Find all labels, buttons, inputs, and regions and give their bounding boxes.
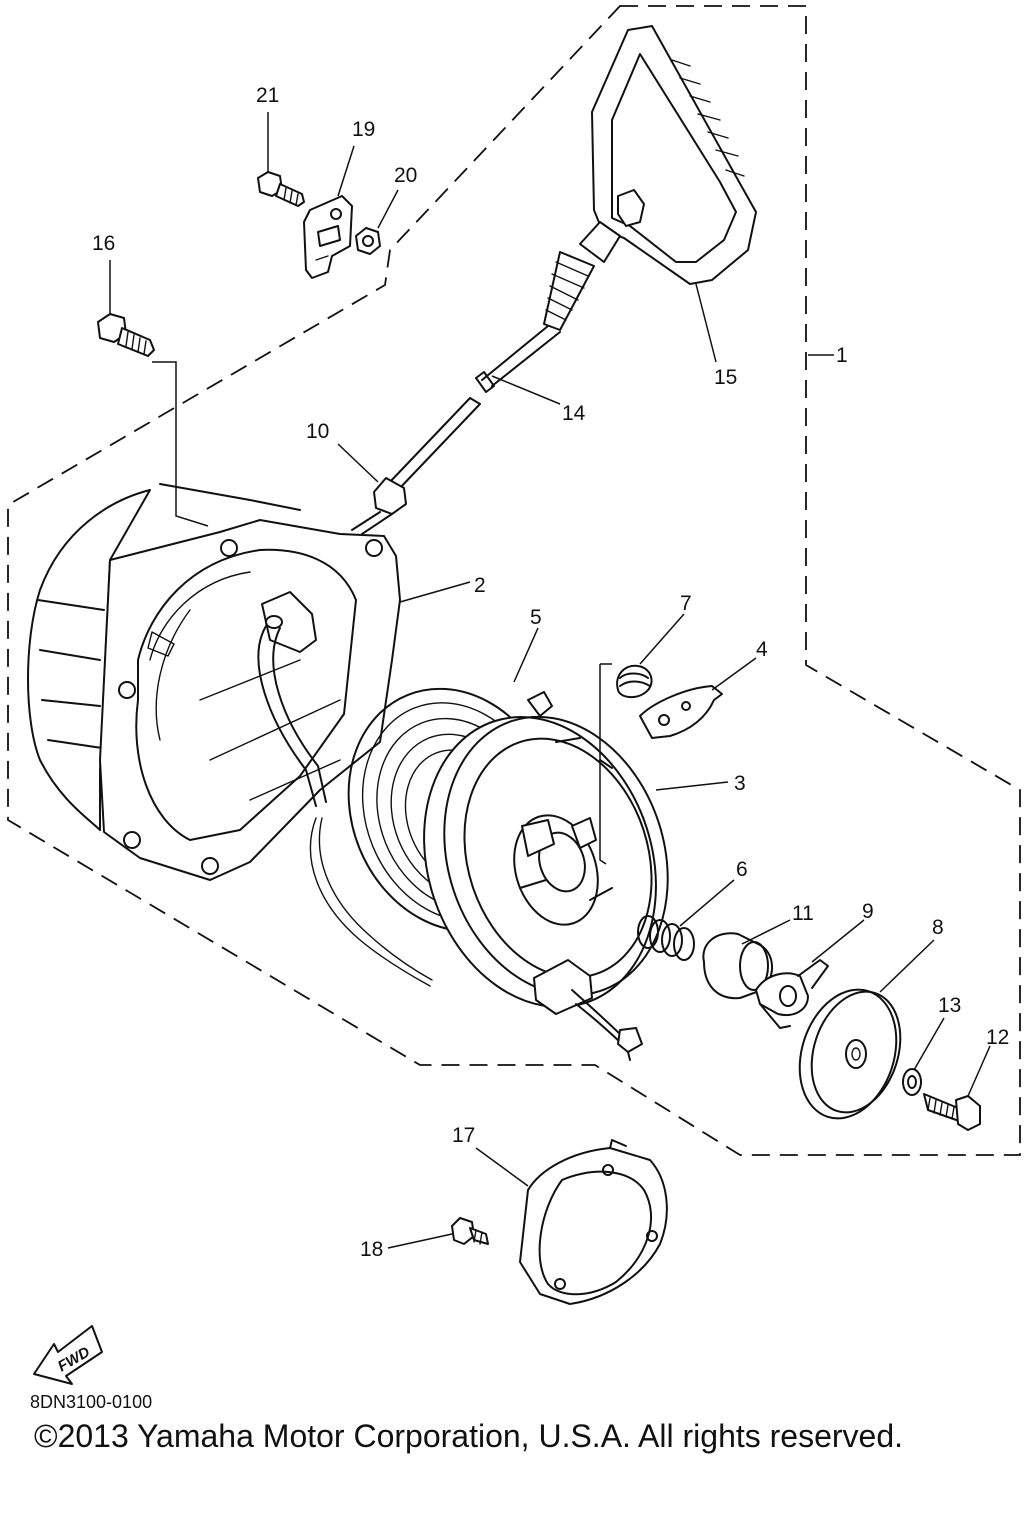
callout-14: 14 <box>562 402 586 425</box>
forward-arrow-icon: FWD <box>33 1325 103 1385</box>
screw-18 <box>451 1217 489 1245</box>
rope-guide-10 <box>351 477 407 535</box>
bolt-16 <box>97 313 155 357</box>
callout-21: 21 <box>256 84 279 107</box>
callout-13: 13 <box>938 994 961 1017</box>
callout-5: 5 <box>530 606 542 629</box>
bolt-21 <box>257 171 305 207</box>
assembly-boundary <box>7 5 1021 1156</box>
drawing-code: 8DN3100-0100 <box>30 1392 153 1412</box>
callout-4: 4 <box>756 638 768 661</box>
pawl-spring-7 <box>599 663 653 865</box>
pawl-4 <box>639 685 723 739</box>
callout-18: 18 <box>360 1238 383 1261</box>
bolt-12 <box>923 1093 981 1131</box>
callout-15: 15 <box>714 366 737 389</box>
callout-19: 19 <box>352 118 375 141</box>
bracket-19 <box>303 195 353 279</box>
callout-17: 17 <box>452 1124 475 1147</box>
callout-1: 1 <box>836 344 848 367</box>
callout-11: 11 <box>792 902 814 925</box>
copyright-notice: ©2013 Yamaha Motor Corporation, U.S.A. A… <box>34 1418 904 1454</box>
starter-case-2 <box>27 483 401 881</box>
washer-13 <box>902 1068 922 1096</box>
handle-15 <box>579 25 757 285</box>
callout-numbers: 1 2 3 4 5 6 7 8 9 10 11 12 13 14 15 16 1… <box>92 84 1009 1261</box>
nut-20 <box>355 227 381 255</box>
friction-spring-9 <box>755 959 829 1029</box>
cover-ring-17 <box>519 1139 668 1305</box>
spring-6 <box>637 915 695 961</box>
rope-loop <box>309 817 433 987</box>
callout-16: 16 <box>92 232 115 255</box>
callout-20: 20 <box>394 164 417 187</box>
collar-11 <box>702 932 774 1000</box>
callout-3: 3 <box>734 772 746 795</box>
callout-7: 7 <box>680 592 692 615</box>
leader-lines <box>109 112 991 1249</box>
callout-10: 10 <box>306 420 329 443</box>
callout-8: 8 <box>932 916 944 939</box>
callout-9: 9 <box>862 900 874 923</box>
sheave-drum-3 <box>423 715 669 1061</box>
callout-2: 2 <box>474 574 486 597</box>
rope-14 <box>387 251 595 491</box>
callout-6: 6 <box>736 858 748 881</box>
callout-12: 12 <box>986 1026 1009 1049</box>
drive-plate-8 <box>798 988 902 1120</box>
